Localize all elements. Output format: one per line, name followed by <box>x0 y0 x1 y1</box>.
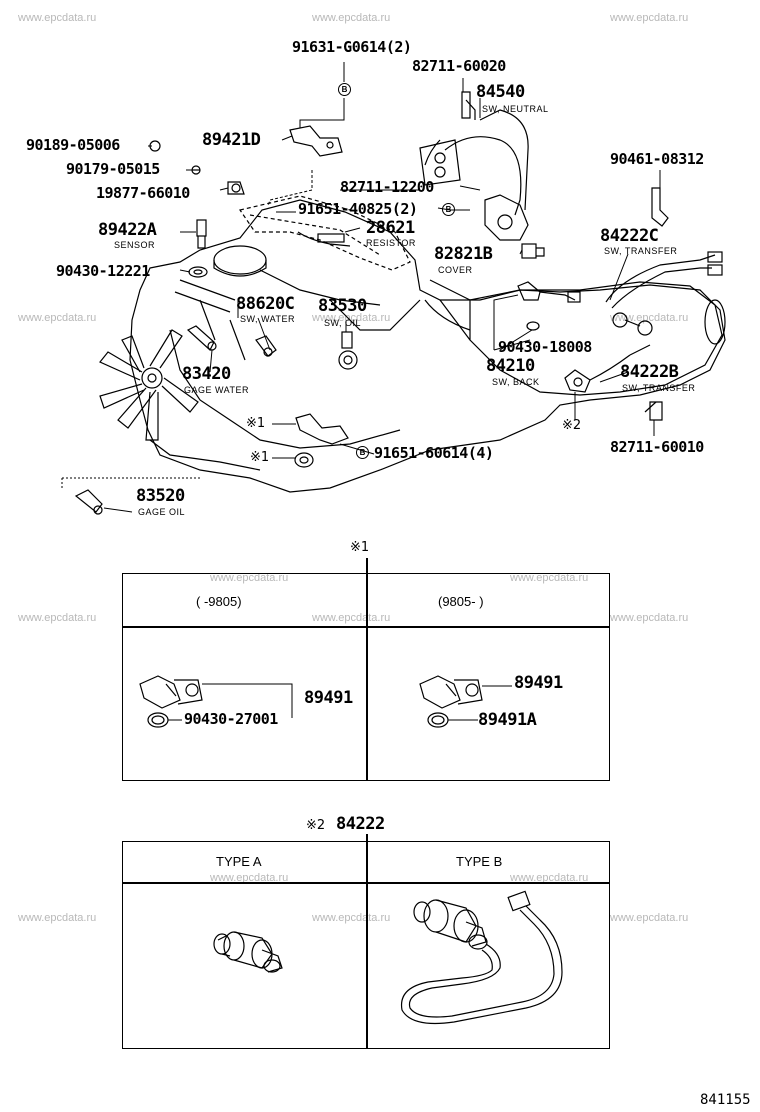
part-label-82711-12200: 82711-12200 <box>340 178 434 196</box>
part-label-91631: 91631-G0614(2) <box>292 38 412 56</box>
note-ref-2: ※2 <box>562 418 582 433</box>
watermark: www.epcdata.ru <box>18 912 97 924</box>
caption-sensor: SENSOR <box>114 240 156 250</box>
part-label-90189: 90189-05006 <box>26 136 120 154</box>
watermark: www.epcdata.ru <box>312 12 391 24</box>
caption-sw-oil: SW, OIL <box>324 318 362 328</box>
caption-sw-water: SW, WATER <box>240 314 295 324</box>
caption-gage-oil: GAGE OIL <box>138 507 186 517</box>
part-label-84222b: 84222B <box>620 362 679 382</box>
caption-sw-transfer-top: SW, TRANSFER <box>604 246 678 256</box>
note-ref-1: ※1 <box>246 416 266 431</box>
part-label-84222: 84222 <box>336 814 385 834</box>
table1-parts-drawing <box>139 675 512 728</box>
watermark: www.epcdata.ru <box>510 872 589 884</box>
caption-sw-transfer-bottom: SW, TRANSFER <box>622 383 696 393</box>
part-label-89422a: 89422A <box>98 220 157 240</box>
table1-right-header: (9805- ) <box>438 594 484 609</box>
transmission-housing <box>469 281 723 396</box>
caption-resistor: RESISTOR <box>366 238 416 248</box>
part-label-90430-27001: 90430-27001 <box>184 710 278 728</box>
table1-ref: ※1 <box>350 540 370 555</box>
fan-shape <box>99 329 199 441</box>
caption-sw-neutral: SW, NEUTRAL <box>482 104 549 114</box>
watermark: www.epcdata.ru <box>510 572 589 584</box>
part-label-83420: 83420 <box>182 364 231 384</box>
part-label-28621: 28621 <box>366 218 415 238</box>
part-label-89421d: 89421D <box>202 130 261 150</box>
part-label-90430-12221: 90430-12221 <box>56 262 150 280</box>
marker-b: B <box>442 203 455 216</box>
table1-left-header: ( -9805) <box>196 594 242 609</box>
table1-column-divider <box>366 573 368 781</box>
table1-ref-line <box>366 558 368 574</box>
table2-ref-line <box>366 834 368 842</box>
watermark: www.epcdata.ru <box>18 312 97 324</box>
watermark: www.epcdata.ru <box>312 912 391 924</box>
marker-b: B <box>338 83 351 96</box>
part-label-90461: 90461-08312 <box>610 150 704 168</box>
caption-sw-back: SW, BACK <box>492 377 540 387</box>
caption-cover: COVER <box>438 265 473 275</box>
caption-gage-water: GAGE WATER <box>184 385 250 395</box>
part-label-91651-40825: 91651-40825(2) <box>298 200 418 218</box>
watermark: www.epcdata.ru <box>210 872 289 884</box>
watermark: www.epcdata.ru <box>610 612 689 624</box>
part-label-84210: 84210 <box>486 356 535 376</box>
watermark: www.epcdata.ru <box>610 912 689 924</box>
note-ref-1: ※1 <box>250 450 270 465</box>
part-label-82711-60010: 82711-60010 <box>610 438 704 456</box>
part-label-90430-18008: 90430-18008 <box>498 338 592 356</box>
marker-b: B <box>356 446 369 459</box>
part-label-83520: 83520 <box>136 486 185 506</box>
table2-parts-drawing <box>213 890 563 1025</box>
watermark: www.epcdata.ru <box>210 572 289 584</box>
part-label-91651-60614: 91651-60614(4) <box>374 444 494 462</box>
part-label-83530: 83530 <box>318 296 367 316</box>
switch-type-a-shape <box>213 931 283 973</box>
part-label-84222c: 84222C <box>600 226 659 246</box>
table2-right-header: TYPE B <box>456 854 503 869</box>
engine-block-outline <box>129 199 726 493</box>
valve-cover-outline <box>239 195 411 271</box>
table2-column-divider <box>366 841 368 1049</box>
watermark: www.epcdata.ru <box>610 12 689 24</box>
watermark: www.epcdata.ru <box>18 612 97 624</box>
oil-filler-cap-shape <box>213 245 267 275</box>
part-label-88620c: 88620C <box>236 294 295 314</box>
part-label-84540: 84540 <box>476 82 525 102</box>
part-label-82821b: 82821B <box>434 244 493 264</box>
watermark: www.epcdata.ru <box>18 12 97 24</box>
watermark: www.epcdata.ru <box>312 312 391 324</box>
table2-ref: ※2 <box>306 818 326 833</box>
table2-left-header: TYPE A <box>216 854 262 869</box>
part-label-90179: 90179-05015 <box>66 160 160 178</box>
watermark: www.epcdata.ru <box>312 612 391 624</box>
part-label-89491-left: 89491 <box>304 688 353 708</box>
switch-type-b-shape <box>400 890 563 1025</box>
part-label-82711-60020: 82711-60020 <box>412 57 506 75</box>
watermark: www.epcdata.ru <box>610 312 689 324</box>
part-label-19877: 19877-66010 <box>96 184 190 202</box>
diagram-code: 841155 <box>700 1092 751 1108</box>
part-label-89491a: 89491A <box>478 710 537 730</box>
part-label-89491-right: 89491 <box>514 673 563 693</box>
engine-illustration <box>61 62 726 515</box>
